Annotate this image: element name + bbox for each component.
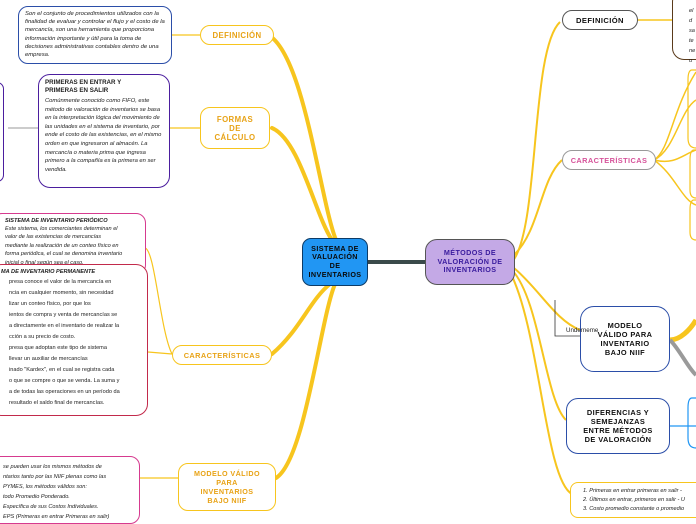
r-list-box[interactable]: 1. Primeras en entrar primeras en salir … bbox=[570, 482, 696, 518]
connector-r-modelo-out2 bbox=[668, 338, 696, 377]
permanente-line: ientos de compra y venta de mercancías s… bbox=[9, 312, 118, 318]
modelo-label[interactable]: MODELO VÁLIDO PARA INVENTARIOS BAJO NIIF bbox=[178, 463, 276, 511]
right-partial-box-c bbox=[689, 199, 696, 241]
r-underneme-label[interactable]: Underneme bbox=[566, 327, 599, 334]
modelo-line: EPS (Primeras en entrar Primeras en sali… bbox=[3, 514, 110, 520]
formas-left-partial-box bbox=[0, 82, 4, 182]
formas-label[interactable]: FORMAS DE CÁLCULO bbox=[200, 107, 270, 149]
permanente-line: o que se compre o que se venda. La suma … bbox=[9, 378, 120, 384]
r-modelo-label[interactable]: MODELO VÁLIDO PARA INVENTARIO BAJO NIIF bbox=[580, 306, 670, 372]
permanente-line: a directamente en el inventario de reali… bbox=[9, 323, 120, 329]
connector-r-modelo bbox=[513, 267, 581, 331]
connector-r-definicion bbox=[511, 21, 561, 263]
r-definicion-label[interactable]: DEFINICIÓN bbox=[562, 10, 638, 30]
permanente-box[interactable]: MA DE INVENTARIO PERMANENTE presa conoce… bbox=[0, 264, 148, 416]
permanente-title: MA DE INVENTARIO PERMANENTE bbox=[1, 269, 96, 275]
r-def-fragment: te bbox=[689, 38, 694, 44]
modelo-line: PYMES, los métodos válidos son: bbox=[3, 484, 87, 490]
modelo-line: se pueden usar los mismos métodos de bbox=[3, 464, 102, 470]
permanente-line: presa conoce el valor de la mercancía en bbox=[9, 279, 112, 285]
connector-r-char-c bbox=[653, 149, 696, 162]
connector-definicion bbox=[268, 34, 338, 242]
right-partial-box-b bbox=[689, 149, 696, 199]
connector-r-char-d bbox=[653, 159, 696, 206]
r-list-item: 2. Últimos en entrar, primeros en salir … bbox=[583, 497, 685, 503]
permanente-line: resultado el saldo final de mercancías. bbox=[9, 400, 105, 406]
connector-caracteristicas bbox=[270, 282, 332, 356]
modelo-line: ntarios tanto por las NIIF plenas como l… bbox=[3, 474, 107, 480]
r-list-item: 1. Primeras en entrar primeras en salir … bbox=[583, 488, 682, 494]
connector-r-modelo-out bbox=[669, 318, 696, 343]
connector-modelo bbox=[274, 282, 337, 480]
r-caracteristicas-label[interactable]: CARACTERÍSTICAS bbox=[562, 150, 656, 170]
r-def-fragment: u bbox=[689, 58, 693, 64]
right-partial-box-d bbox=[687, 397, 696, 449]
caracteristicas-label[interactable]: CARACTERÍSTICAS bbox=[172, 345, 272, 365]
r-def-fragment: ne bbox=[689, 48, 696, 54]
r-definicion-text-box[interactable]: el d sa te ne u bbox=[672, 0, 696, 64]
connector-char-permanente bbox=[147, 351, 173, 355]
r-list-item: 3. Costo promedio constante o promedio bbox=[583, 506, 685, 512]
definicion-label[interactable]: DEFINICIÓN bbox=[200, 25, 274, 45]
periodico-text: Este sistema, los comerciantes determina… bbox=[5, 226, 123, 266]
definicion-text: Son el conjunto de procedimientos utiliz… bbox=[25, 11, 165, 59]
peps-title: PRIMERAS EN ENTRAR Y PRIMERAS EN SALIR bbox=[45, 79, 122, 95]
second-central-topic[interactable]: MÉTODOS DE VALORACIÓN DE INVENTARIOS bbox=[425, 239, 515, 285]
permanente-line: inado "Kardex", en el cual se registra c… bbox=[9, 367, 115, 373]
connector-formas bbox=[270, 126, 334, 242]
permanente-line: presa que adoptan este tipo de sistema bbox=[9, 345, 107, 351]
permanente-line: a de todas las operaciones en un período… bbox=[9, 389, 120, 395]
permanente-line: llevar un auxiliar de mercancías bbox=[9, 356, 88, 362]
permanente-line: lizar un conteo físico, por que los bbox=[9, 301, 91, 307]
modelo-line: todo Promedio Ponderado. bbox=[3, 494, 70, 500]
connector-r-diferencias bbox=[511, 269, 567, 421]
permanente-line: ncia en cualquier momento, sin necesidad bbox=[9, 290, 114, 296]
peps-text: Comúnmente conocido como FIFO, este méto… bbox=[45, 98, 162, 173]
peps-box[interactable]: PRIMERAS EN ENTRAR Y PRIMERAS EN SALIR C… bbox=[38, 74, 170, 188]
permanente-line: cción a su precio de costo. bbox=[9, 334, 76, 340]
definicion-text-box[interactable]: Son el conjunto de procedimientos utiliz… bbox=[18, 6, 172, 64]
connector-r-caracteristicas bbox=[513, 159, 563, 256]
r-def-fragment: el bbox=[689, 8, 694, 14]
connector-r-char-b bbox=[653, 99, 696, 161]
central-topic[interactable]: SISTEMA DE VALUACIÓN DE INVENTARIOS bbox=[302, 238, 368, 286]
right-partial-box-a bbox=[687, 69, 696, 149]
r-diferencias-label[interactable]: DIFERENCIAS Y SEMEJANZAS ENTRE MÉTODOS D… bbox=[566, 398, 670, 454]
r-def-fragment: sa bbox=[689, 28, 695, 34]
modelo-line: Específica de sus Costos Individuales. bbox=[3, 504, 99, 510]
connector-r-list bbox=[509, 271, 573, 495]
connector-r-char-a bbox=[653, 71, 696, 161]
modelo-text-box[interactable]: se pueden usar los mismos métodos de nta… bbox=[0, 456, 140, 524]
periodico-title: SISTEMA DE INVENTARIO PERIÓDICO bbox=[5, 218, 108, 224]
connector-char-periodico bbox=[144, 247, 173, 355]
r-def-fragment: d bbox=[689, 18, 693, 24]
